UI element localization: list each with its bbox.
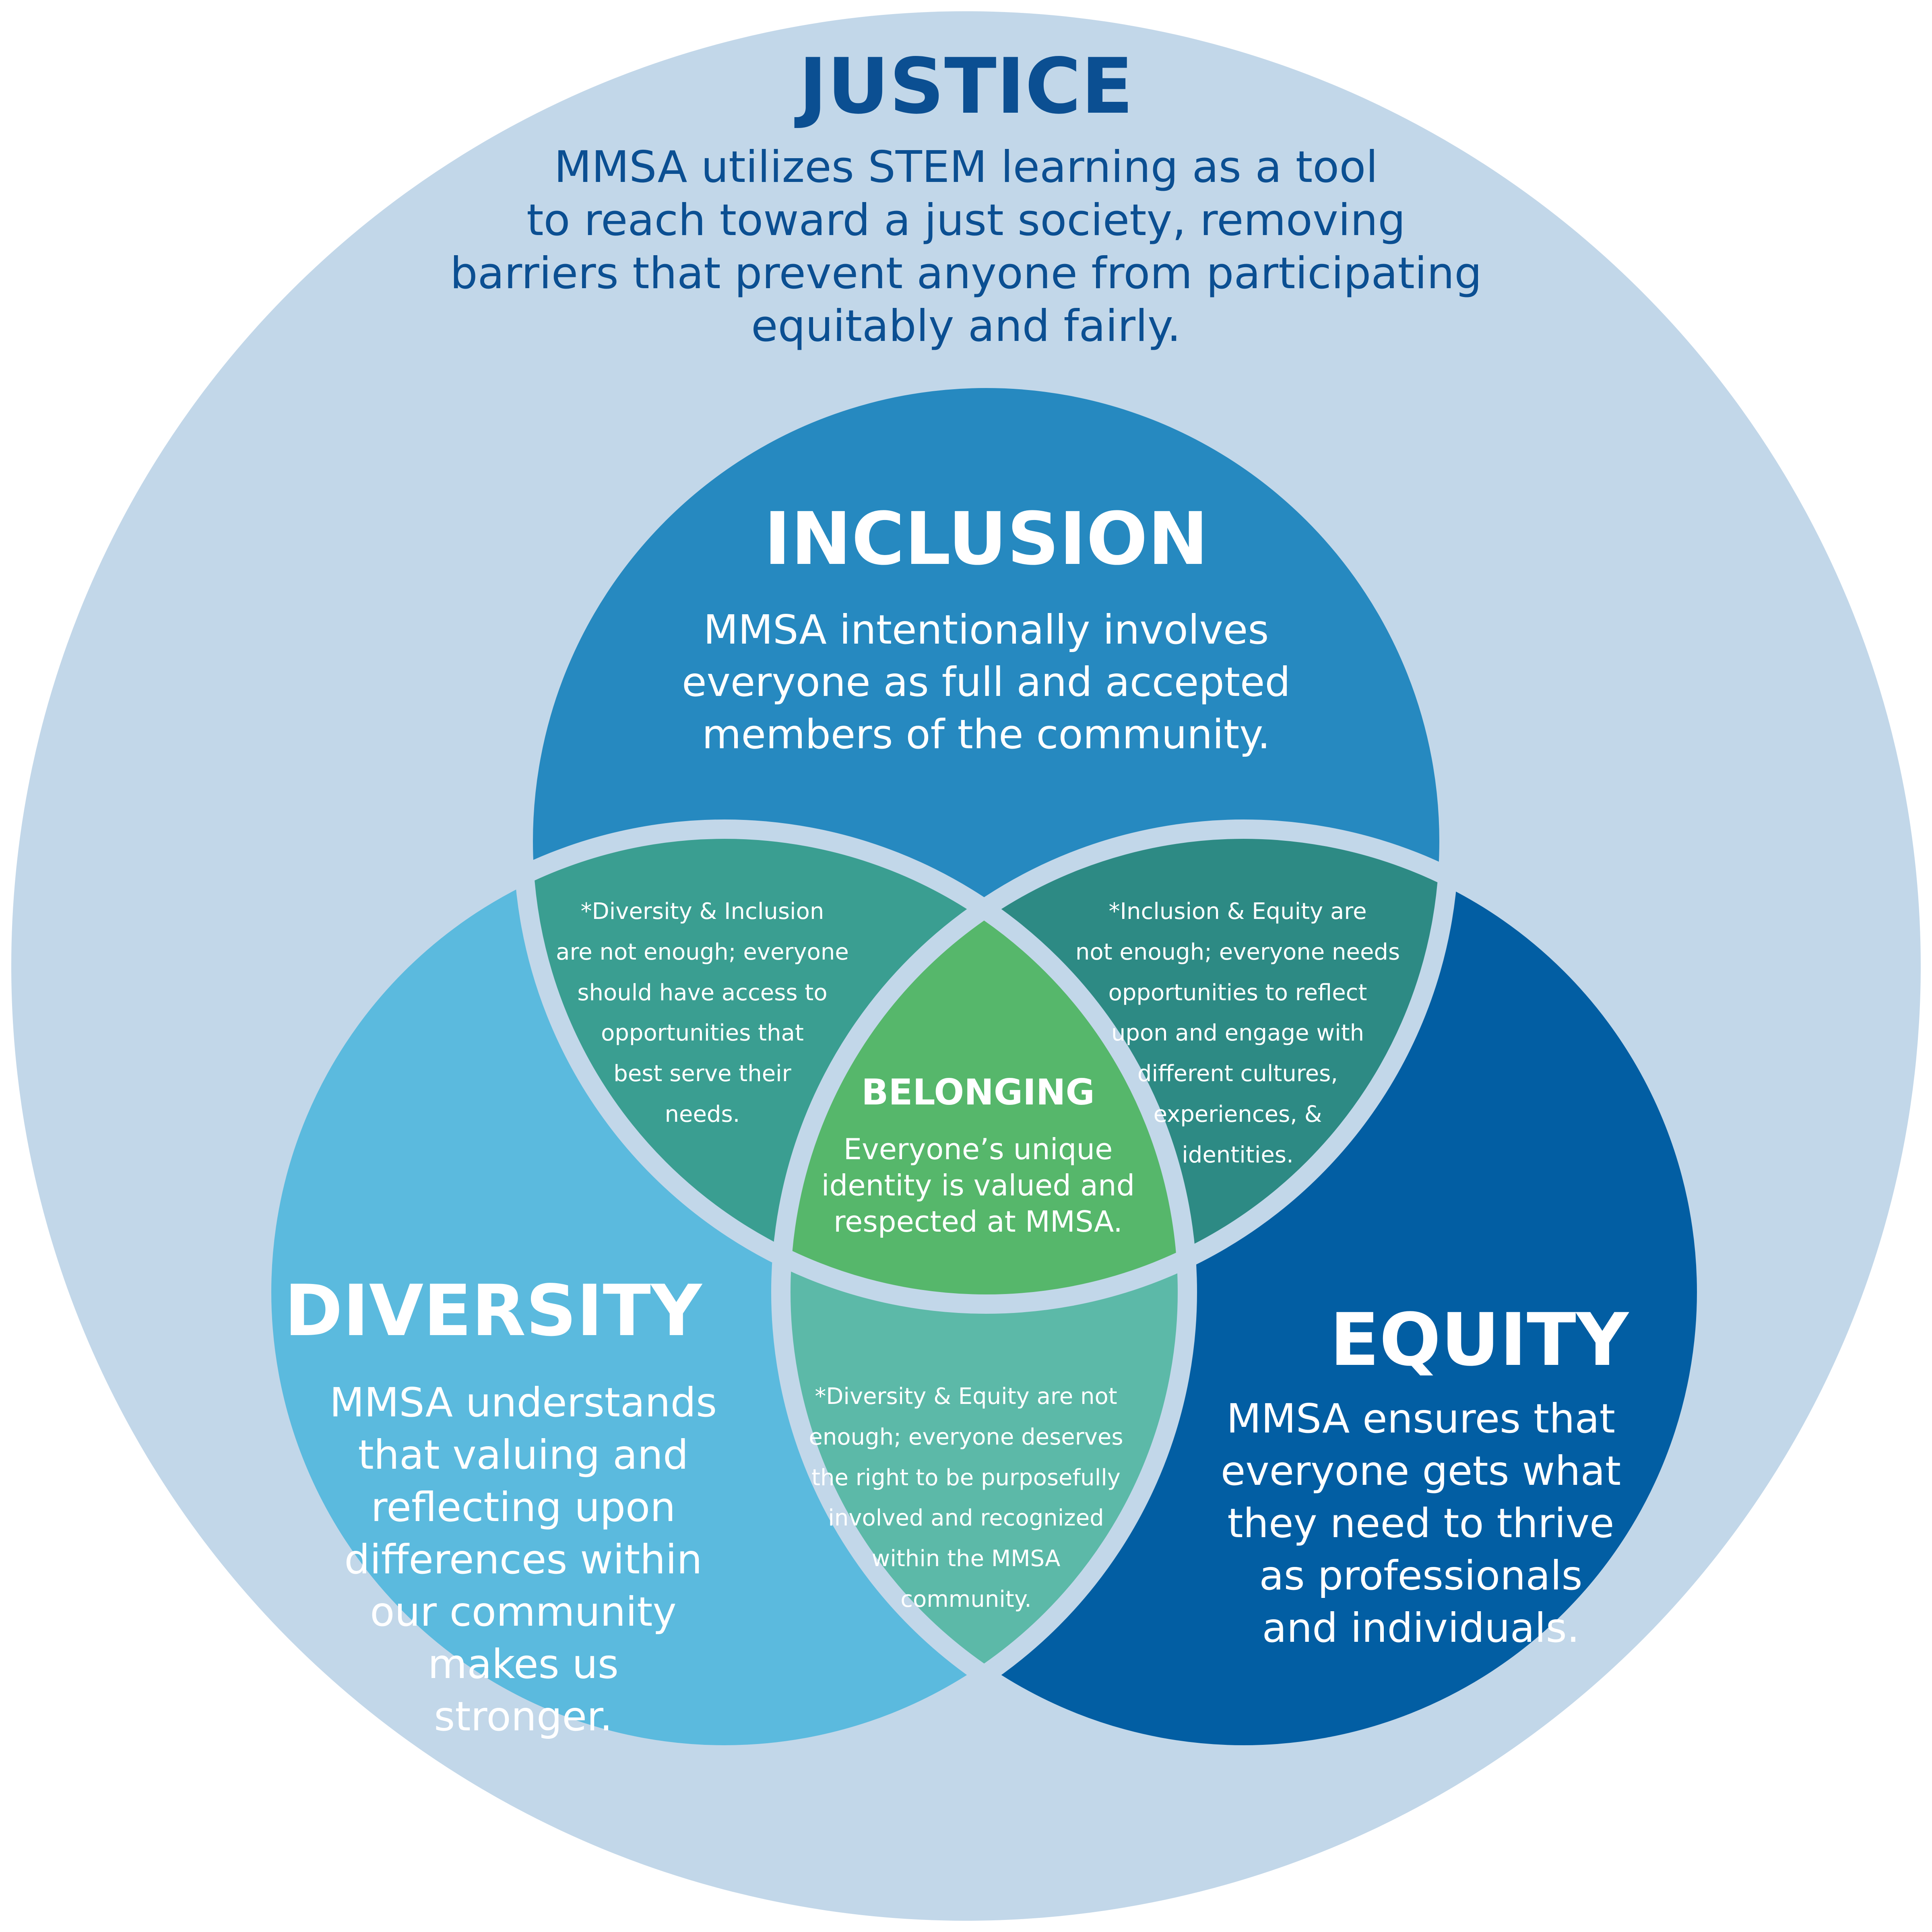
equity-title: EQUITY xyxy=(1329,1298,1629,1382)
inclusion-description: MMSA intentionally involves everyone as … xyxy=(682,606,1290,758)
equity-description: MMSA ensures that everyone gets what the… xyxy=(1220,1395,1621,1651)
inclusion-title: INCLUSION xyxy=(764,497,1209,581)
justice-description: MMSA utilizes STEM learning as a tool to… xyxy=(450,142,1482,352)
belonging-title: BELONGING xyxy=(861,1071,1095,1113)
inclusion-equity-note: *Inclusion & Equity are not enough; ever… xyxy=(1075,898,1400,1168)
belonging-center xyxy=(781,829,1187,1304)
diversity-title: DIVERSITY xyxy=(284,1270,702,1352)
belonging-description: Everyone’s unique identity is valued and… xyxy=(821,1132,1135,1238)
justice-title: JUSTICE xyxy=(799,42,1133,131)
diversity-equity-note: *Diversity & Equity are not enough; ever… xyxy=(809,1383,1123,1612)
diversity-inclusion-note: *Diversity & Inclusion are not enough; e… xyxy=(556,898,849,1127)
diversity-description: MMSA understands that valuing and reflec… xyxy=(329,1379,717,1740)
circle-outlines xyxy=(252,369,1716,1765)
